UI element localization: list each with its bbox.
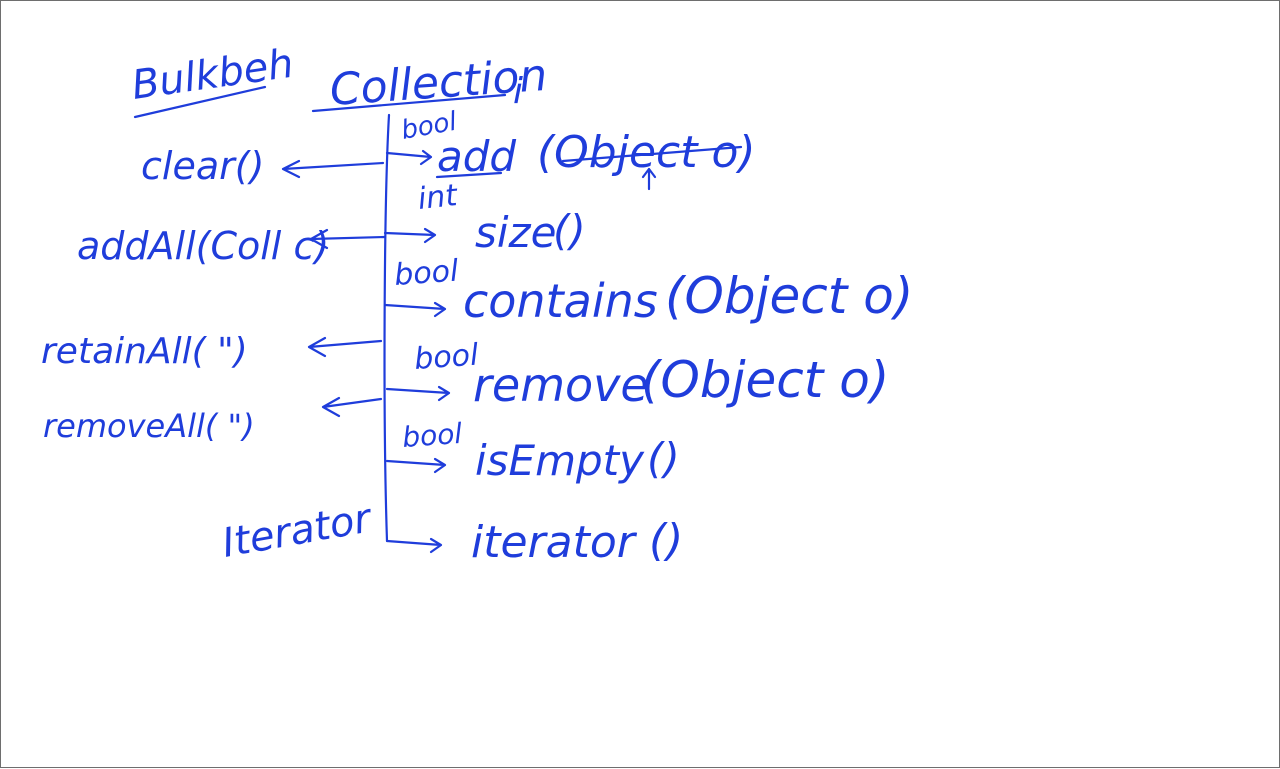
method-remove-name: remove <box>473 358 649 412</box>
iterator-label: Iterator <box>219 495 377 567</box>
branch-arrow-isempty <box>385 457 447 474</box>
collection-heading-suffix: i <box>513 71 523 112</box>
arrow-to-removeall <box>321 396 383 418</box>
method-size-name: size <box>475 208 556 257</box>
branch-arrow-iterator <box>385 537 443 554</box>
bulk-arrows <box>281 159 387 418</box>
method-size-params: () <box>553 206 586 255</box>
arrow-to-clear <box>281 159 385 179</box>
method-add-params: (Object o) <box>537 127 756 178</box>
collection-heading-underline <box>311 93 507 113</box>
bulk-addall: addAll(Coll c) <box>77 224 329 268</box>
method-contains-name: contains <box>463 274 658 328</box>
collection-tree-trunk <box>383 113 391 543</box>
arrow-to-retainall <box>307 336 383 358</box>
method-contains-params: (Object o) <box>665 267 913 325</box>
bulk-clear: clear() <box>141 144 264 188</box>
branch-arrow-add <box>385 149 433 166</box>
method-remove-type: bool <box>413 338 480 377</box>
bulk-removeall: removeAll( ") <box>43 407 255 445</box>
method-branches <box>383 149 451 554</box>
method-isempty-name: isEmpty <box>475 436 645 485</box>
method-iterator-params: () <box>649 515 683 566</box>
branch-arrow-remove <box>385 385 451 402</box>
method-iterator-name: iterator <box>471 517 638 568</box>
pointer-arrow-icon <box>641 167 657 191</box>
method-add-name: add <box>437 132 516 181</box>
method-isempty-params: () <box>647 434 680 483</box>
branch-arrow-contains <box>383 301 447 318</box>
method-contains-type: bool <box>393 254 460 293</box>
bulk-retainall: retainAll( ") <box>41 331 248 372</box>
method-add-underline <box>435 171 503 179</box>
bulk-heading-underline <box>133 85 267 119</box>
branch-arrow-size <box>383 227 437 244</box>
method-add-params-underline <box>561 145 743 163</box>
method-remove-params: (Object o) <box>641 351 889 409</box>
method-size-type: int <box>416 178 460 217</box>
arrow-to-addall <box>309 228 387 250</box>
method-isempty-type: bool <box>401 417 463 454</box>
